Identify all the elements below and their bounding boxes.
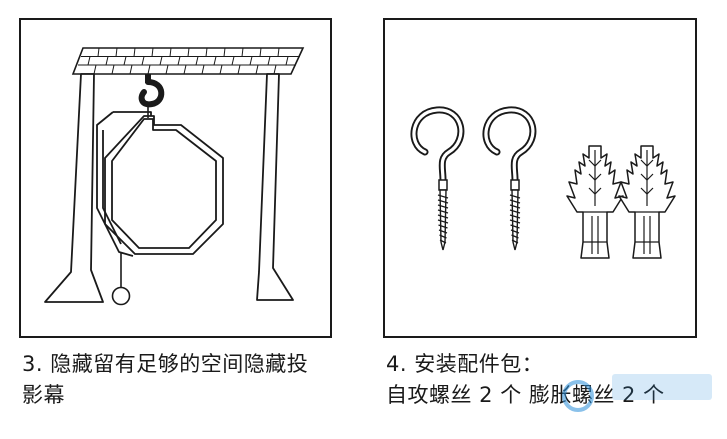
step4-caption: 4. 安装配件包： 自攻螺丝 2 个 膨胀螺丝 2 个 [386,349,665,411]
expansion-anchor-1 [566,145,624,259]
step3-caption: 3. 隐藏留有足够的空间隐藏投 影幕 [22,349,308,411]
step4-caption-line1: 4. 安装配件包： [386,352,544,376]
brick-beam [71,47,305,75]
step3-caption-line2: 影幕 [22,383,65,407]
expansion-anchor-2 [618,145,676,259]
step4-caption-line2: 自攻螺丝 2 个 膨胀螺丝 2 个 [386,383,665,407]
self-tapping-screw-1 [414,110,461,250]
octagon-screen [96,111,224,257]
pull-cord [111,252,131,306]
hidden-screen-illustration [44,47,305,306]
accessory-kit-illustration [385,20,676,259]
step3-caption-line1: 3. 隐藏留有足够的空间隐藏投 [22,352,309,376]
support-posts [44,73,294,303]
step3-illustration-panel [19,18,332,338]
step4-illustration-panel [383,18,697,338]
self-tapping-screw-2 [486,110,533,250]
watermark-logo [562,374,712,412]
